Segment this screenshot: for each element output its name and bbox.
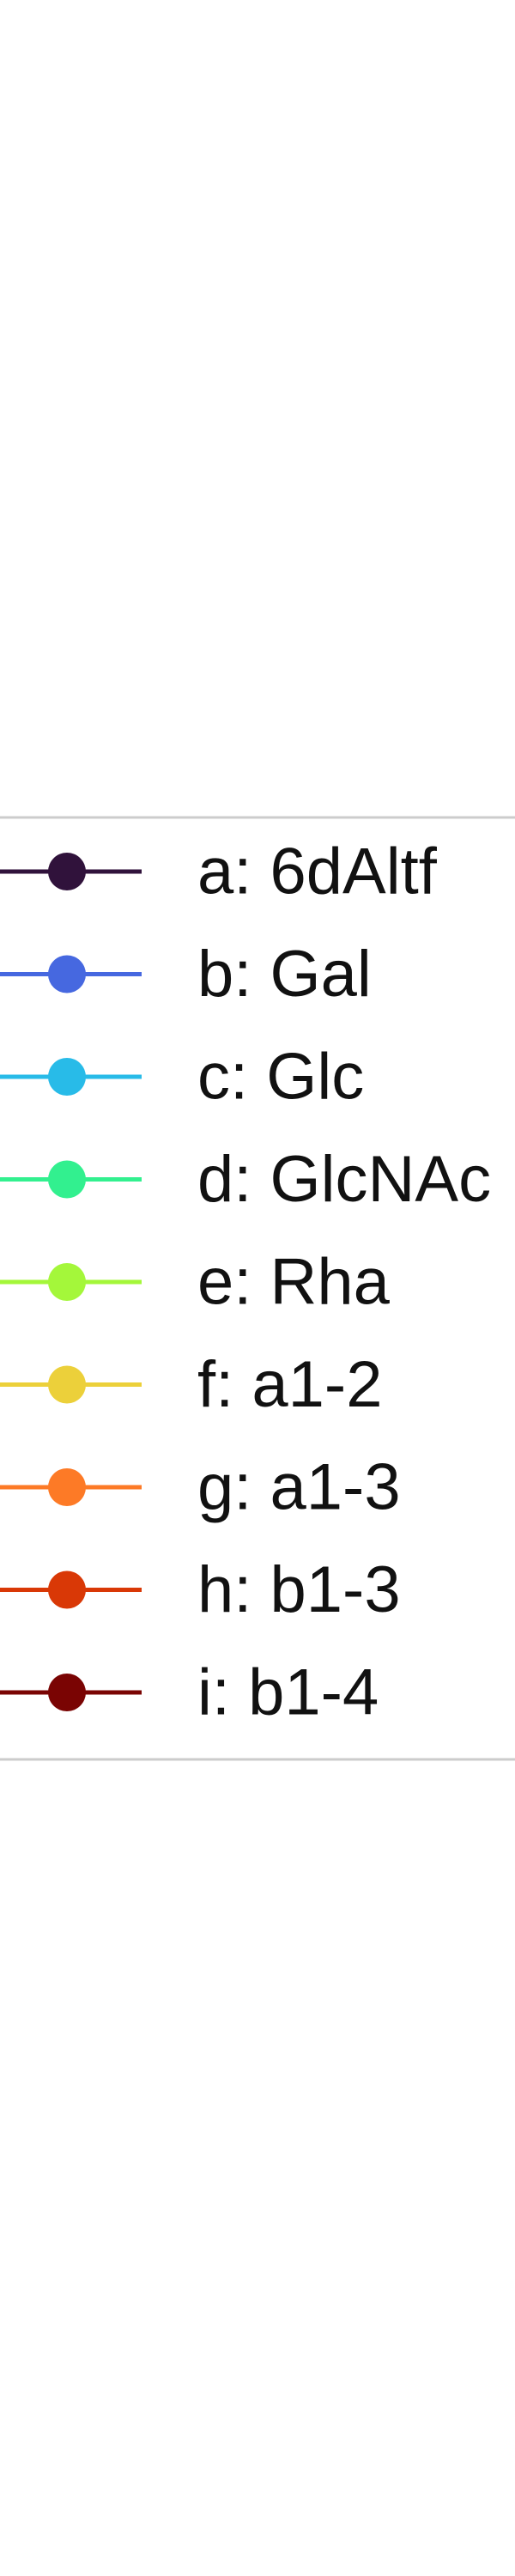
legend-entry: h: b1-3 (0, 1553, 401, 1626)
legend-entry: i: b1-4 (0, 1656, 379, 1729)
legend-marker (48, 1674, 86, 1711)
legend-label: c: Glc (197, 1041, 364, 1114)
legend-label: a: 6dAltf (197, 835, 438, 908)
legend-marker (48, 1058, 86, 1096)
legend-entry: a: 6dAltf (0, 835, 438, 908)
legend-label: f: a1-2 (197, 1348, 382, 1421)
legend-marker (48, 1263, 86, 1301)
legend-entry: g: a1-3 (0, 1451, 401, 1524)
legend-entry: e: Rha (0, 1246, 391, 1319)
legend-entry: f: a1-2 (0, 1348, 382, 1421)
legend-marker (48, 1365, 86, 1404)
legend-label: i: b1-4 (197, 1656, 379, 1729)
legend-entry: c: Glc (0, 1041, 364, 1114)
legend-entry: b: Gal (0, 938, 372, 1011)
legend-marker (48, 1468, 86, 1506)
legend: a: 6dAltf b: Gal c: Glc d: GlcNAc e: Rha f: a… (0, 816, 515, 1761)
legend-marker (48, 955, 86, 993)
legend-marker (48, 1160, 86, 1199)
legend-label: h: b1-3 (197, 1553, 401, 1626)
legend-entry: d: GlcNAc (0, 1143, 491, 1216)
legend-label: g: a1-3 (197, 1451, 401, 1524)
legend-marker (48, 853, 86, 890)
legend-label: d: GlcNAc (197, 1143, 491, 1216)
legend-label: b: Gal (197, 938, 372, 1011)
legend-entries: a: 6dAltf b: Gal c: Glc d: GlcNAc e: Rha f: a… (0, 835, 491, 1729)
legend-label: e: Rha (197, 1246, 391, 1319)
legend-marker (48, 1571, 86, 1609)
